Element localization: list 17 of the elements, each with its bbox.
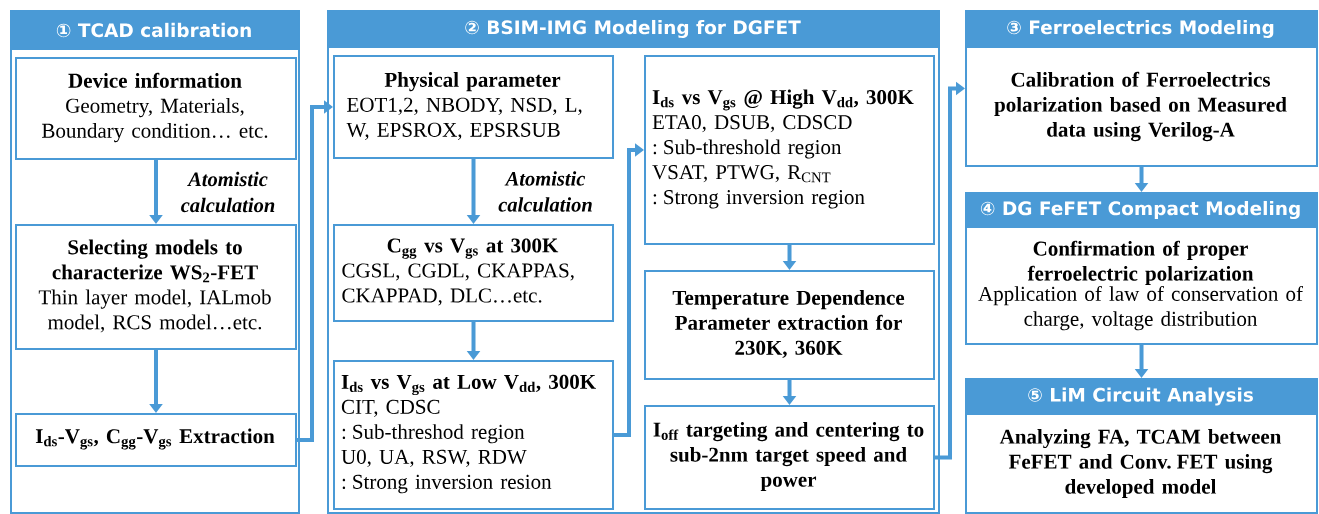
process-box: Device information Geometry, Materials, Boundary condition… etc.: [15, 57, 297, 160]
arrow: [935, 81, 965, 460]
section-panel: ④ DG FeFET Compact Modeling Confirmation of proper ferroelectric polarization Application of law of conservation of charge, voltage distribution: [965, 192, 1318, 345]
edge-label: Atomistic calculation: [171, 170, 285, 214]
process-box: Physical parameter EOT1,2, NBODY, NSD, L, W, EPSROX, EPSRSUB: [333, 55, 614, 159]
process-box: Temperature Dependence Parameter extraction for 230K, 360K: [644, 270, 935, 380]
edge-label: Atomistic calculation: [488, 170, 603, 213]
process-box: I$_{ds}$ vs V$_{gs}$ @ High V$_{dd}$, 300K ETA0, DSUB, CDSCD : Sub-threshold region VSAT, PTWG, R$_{CNT}$ : Strong inversion region: [644, 55, 935, 245]
process-box: I$_{ds}$ vs V$_{gs}$ at Low V$_{dd}$, 300K CIT, CDSC : Sub-threshod region U0, UA, RSW, RDW : Strong inversion resion: [333, 360, 614, 510]
section-panel: ⑤ LiM Circuit Analysis Analyzing FA, TCAM between FeFET and Conv. FET using developed model: [965, 378, 1318, 514]
process-box: Selecting models to characterize WS$_{2}$-FET Thin layer model, IALmob model, RCS model…etc.: [15, 224, 297, 350]
process-box: I$_{off}$ targeting and centering to sub-2nm target speed and power: [644, 405, 935, 510]
arrow: [614, 143, 644, 437]
section-panel: ③ Ferroelectrics Modeling Calibration of Ferroelectrics polarization based on Measured data using Verilog-A: [965, 10, 1318, 167]
process-box: I$_{ds}$-V$_{gs}$, C$_{gg}$-V$_{gs}$ Extraction: [15, 413, 297, 467]
arrow: [297, 100, 333, 442]
process-box: C$_{gg}$ vs V$_{gs}$ at 300K CGSL, CGDL, CKAPPAS, CKAPPAD, DLC…etc.: [333, 224, 614, 322]
